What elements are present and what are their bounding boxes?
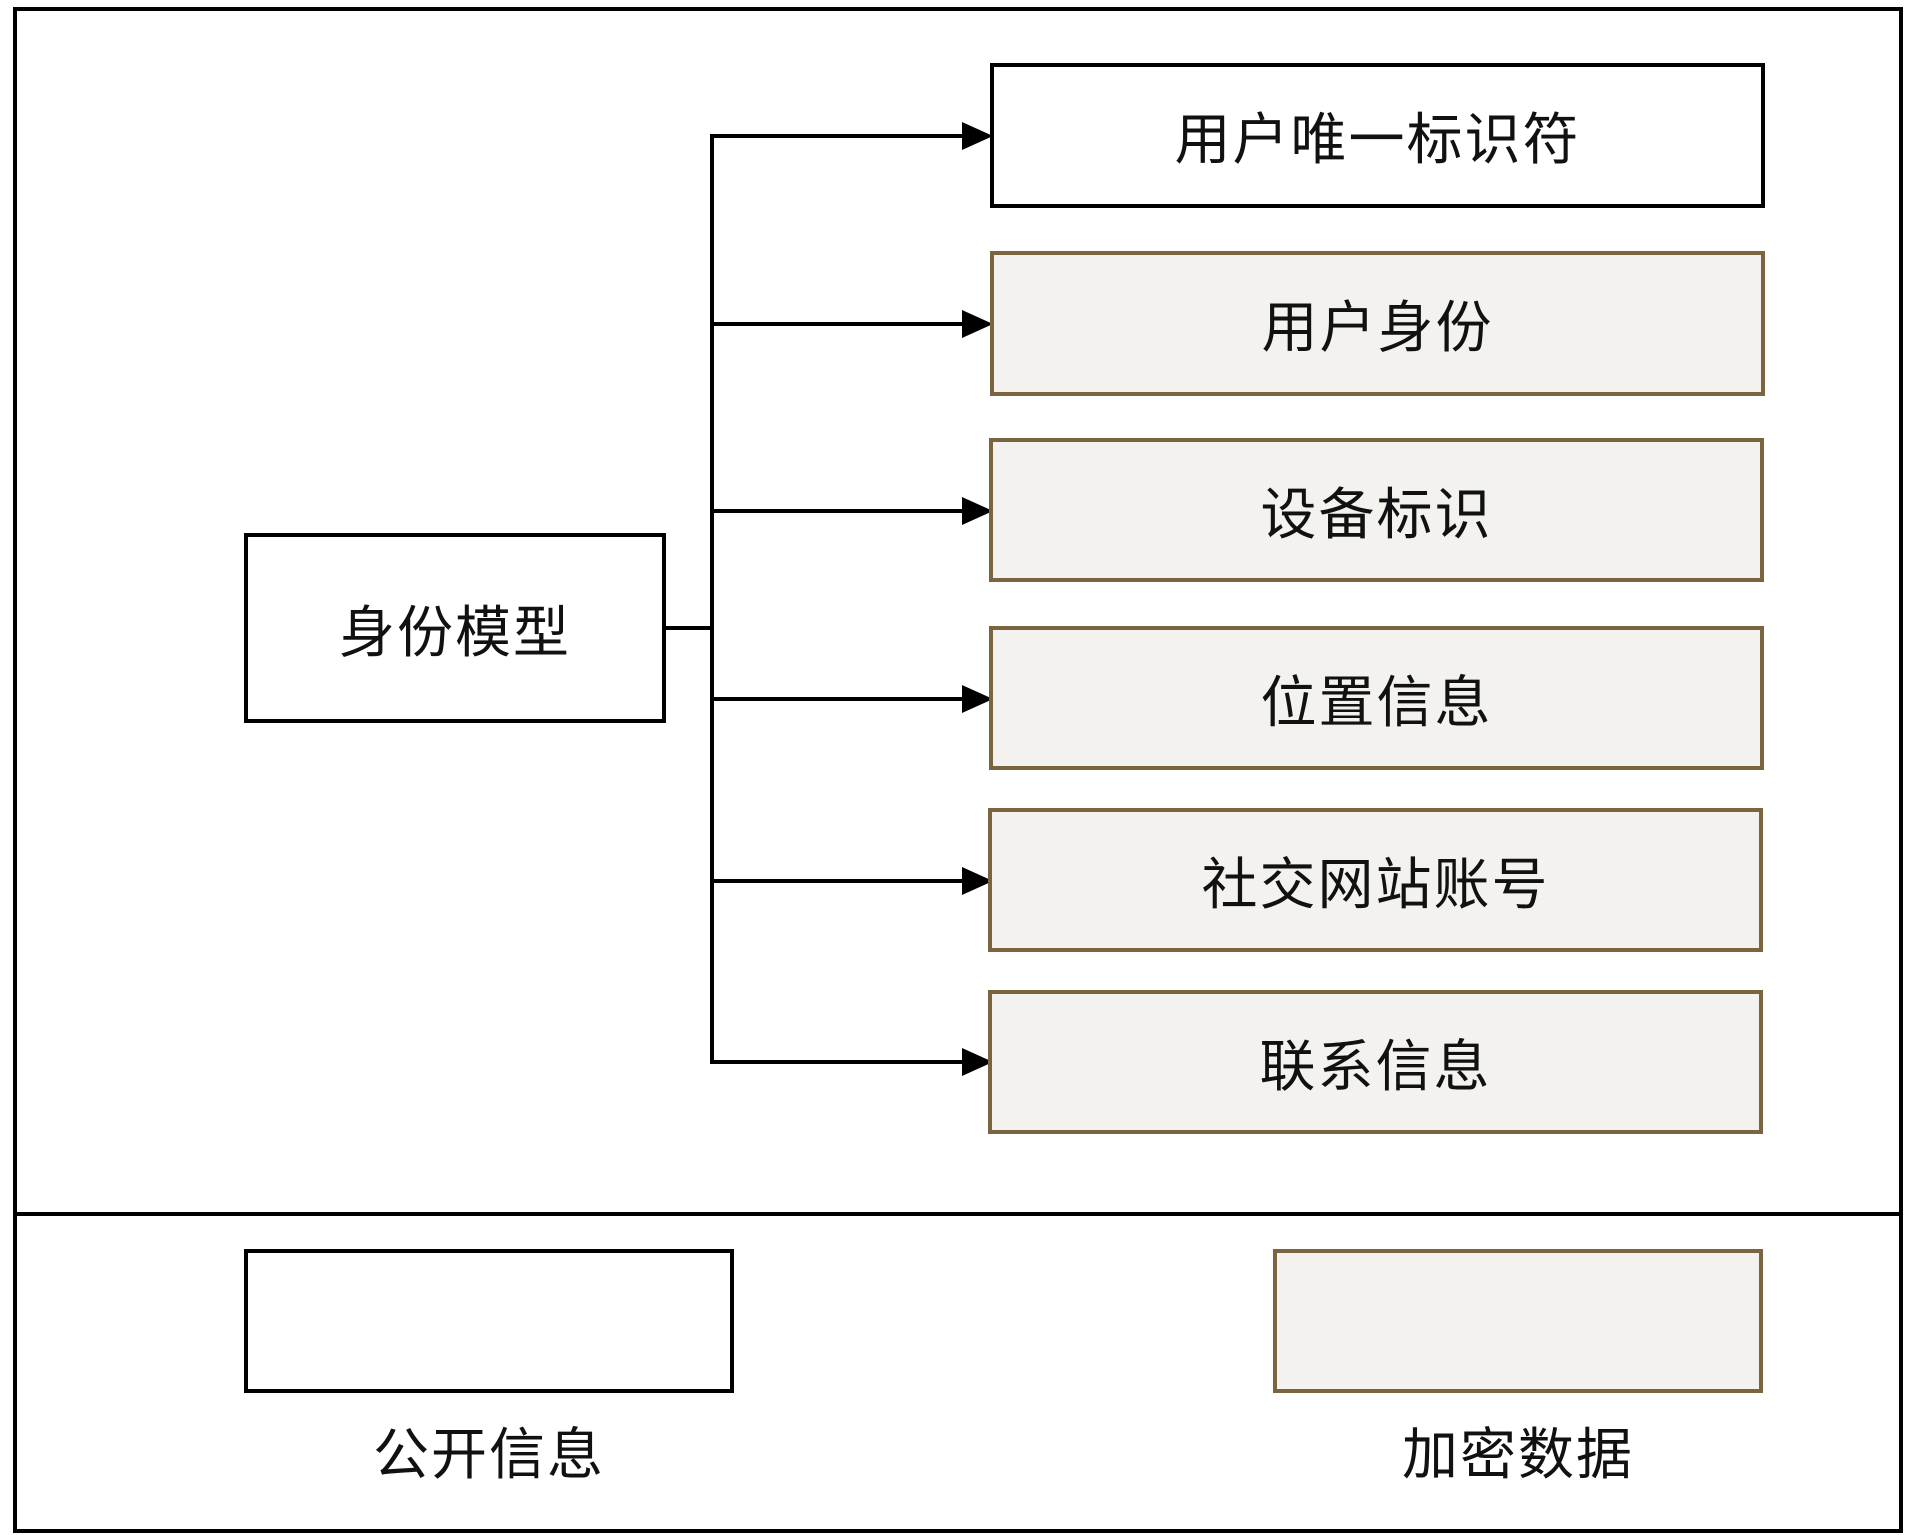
legend-label-public: 公开信息 [373, 1423, 605, 1488]
diagram-frame [13, 7, 1903, 1533]
child-node-user-unique-id: 用户唯一标识符 [990, 63, 1765, 208]
child-node-label: 社交网站账号 [1201, 852, 1550, 918]
child-node-label: 用户身份 [1261, 296, 1494, 361]
child-node-label: 位置信息 [1260, 670, 1493, 736]
child-node-label: 用户唯一标识符 [1174, 108, 1581, 173]
child-node-contact-info: 联系信息 [988, 990, 1763, 1134]
legend-swatch-public [244, 1249, 734, 1393]
legend-divider [13, 1212, 1903, 1216]
legend-label-encrypted: 加密数据 [1402, 1423, 1634, 1488]
child-node-social-account: 社交网站账号 [988, 808, 1763, 952]
child-node-user-identity: 用户身份 [990, 251, 1765, 396]
child-node-label: 联系信息 [1259, 1034, 1492, 1100]
child-node-location-info: 位置信息 [989, 626, 1764, 770]
child-node-device-id: 设备标识 [989, 438, 1764, 582]
root-node: 身份模型 [244, 533, 666, 723]
legend-swatch-encrypted [1273, 1249, 1763, 1393]
root-node-label: 身份模型 [339, 600, 571, 666]
child-node-label: 设备标识 [1260, 482, 1493, 548]
